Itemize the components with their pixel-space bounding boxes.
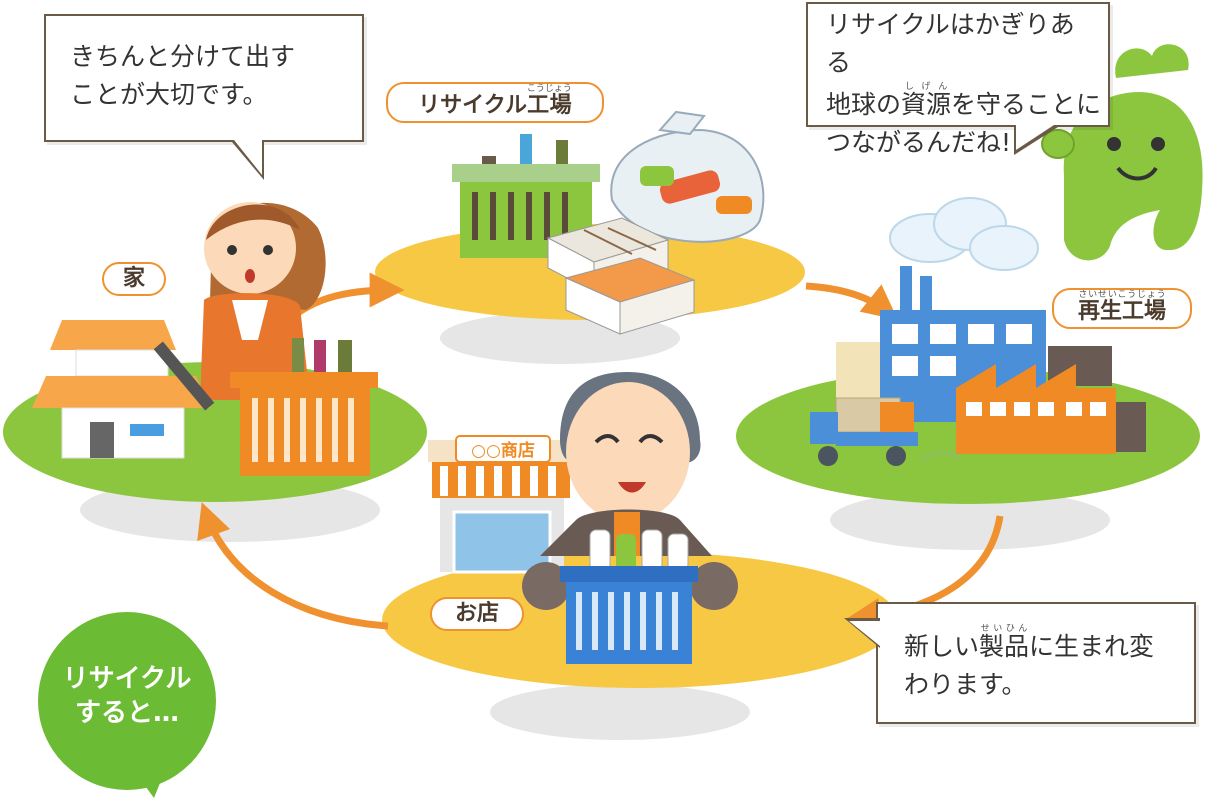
family-bubble-line1: きちんと分けて出す <box>70 42 296 71</box>
trash-bag-icon <box>610 110 765 243</box>
shop-building-icon <box>428 440 574 574</box>
regeneration-factory-label: 再生工場さいせいこうじょう <box>1052 288 1192 329</box>
family-bubble-line2: ことが大切です。 <box>70 80 268 109</box>
delivery-truck-icon <box>810 397 961 466</box>
green-mascot-icon <box>1041 44 1203 261</box>
shop-sign: ○○商店 <box>471 440 535 461</box>
product-bubble-line2: わります。 <box>904 670 1027 699</box>
summary-line2: すると… <box>74 698 179 728</box>
mascot-bubble-line1: リサイクルはかぎりある <box>826 10 1075 77</box>
shop-label: お店 <box>430 597 524 631</box>
arrow-recycle-to-regen <box>805 282 898 320</box>
mascot-bubble-line3: つながるんだね! <box>826 128 1012 157</box>
arrow-shop-to-home <box>197 502 389 630</box>
product-bubble-line1: 新しい製品せいひんに生まれ変 <box>904 624 1155 661</box>
shop-platform-shadow <box>490 684 750 740</box>
product-speech-bubble: 新しい製品せいひんに生まれ変 わります。 <box>844 602 1196 724</box>
family-speech-bubble: きちんと分けて出す ことが大切です。 <box>44 14 364 180</box>
orange-recycle-basket <box>230 338 378 476</box>
summary-line1: リサイクル <box>62 664 192 694</box>
regen-platform-shadow <box>830 490 1110 550</box>
mascot-speech-bubble: リサイクルはかぎりある 地球の資源しげんを守ることに つながるんだね! <box>806 2 1110 157</box>
summary-bubble <box>38 612 216 790</box>
summary-bubble-text: リサイクル すると… <box>38 662 216 730</box>
shop-sign-board <box>455 435 551 463</box>
regeneration-factory-icon <box>836 266 1146 454</box>
factory-smoke-icon <box>889 197 1039 271</box>
newspaper-bundles-icon <box>546 217 696 335</box>
mascot-bubble-line2: 地球の資源しげんを守ることに <box>826 82 1102 119</box>
shopkeeper-man-icon <box>522 372 738 610</box>
house-icon <box>32 320 210 459</box>
recycle-factory-label: リサイクル工場こうじょう <box>386 82 604 123</box>
summary-bubble-tail <box>132 768 166 798</box>
blue-recycle-basket <box>560 529 698 664</box>
house-label: 家 <box>102 262 166 296</box>
